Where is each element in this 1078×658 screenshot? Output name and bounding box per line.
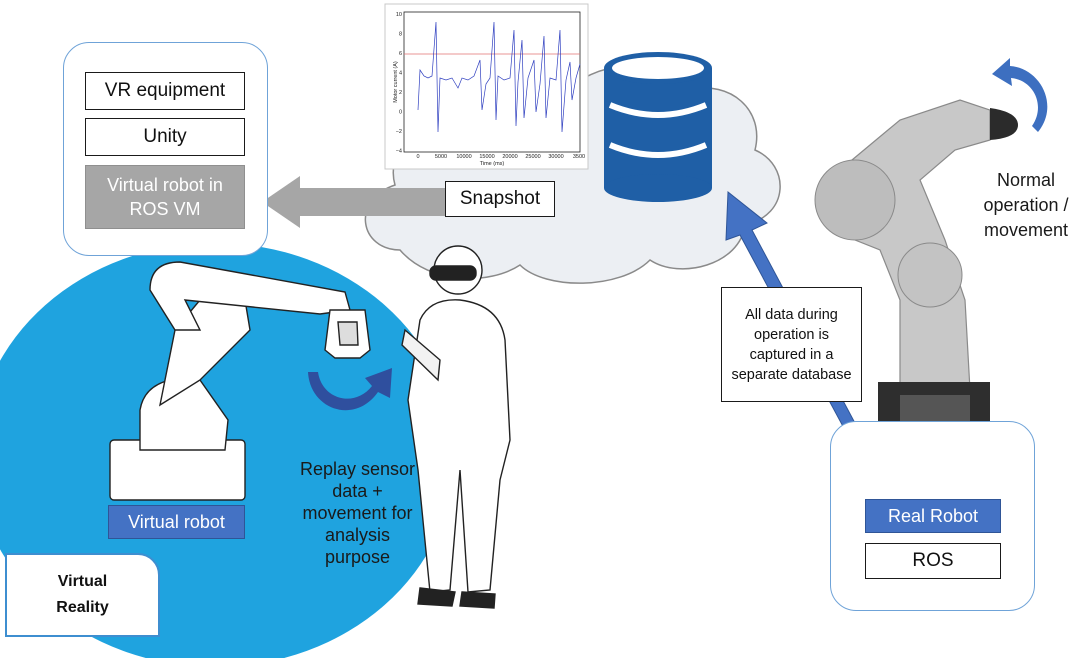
person-figure	[401, 245, 511, 609]
virtual-robot-vm-box: Virtual robot in ROS VM	[85, 165, 245, 229]
capture-note: All data during operation is captured in…	[721, 287, 862, 402]
plot-y-tick: 10	[396, 12, 402, 18]
unity-box: Unity	[85, 118, 245, 156]
rotation-arrow-virtual	[308, 368, 392, 411]
plot-xlabel: Time (ms)	[480, 161, 505, 167]
current-series	[417, 21, 581, 133]
plot-x-tick: 25000	[525, 154, 540, 160]
plot-x-tick: 3500	[573, 154, 585, 160]
real-robot-label: Real Robot	[865, 499, 1001, 533]
plot-x-tick: 15000	[479, 154, 494, 160]
virtual-robot-arm	[109, 261, 371, 501]
motor-current-plot: Motor current (A) Time (ms) 0 5000 10000 15…	[384, 3, 589, 170]
plot-y-tick: 4	[399, 71, 402, 77]
plot-x-tick: 0	[416, 154, 419, 160]
database-icon	[604, 52, 712, 202]
plot-y-tick: 2	[399, 90, 402, 96]
plot-y-tick: 8	[399, 32, 402, 38]
normal-operation-text: Normal operation / movement	[983, 170, 1069, 240]
plot-y-tick: 6	[399, 51, 402, 57]
plot-x-tick: 30000	[548, 154, 563, 160]
replay-text: Replay sensor data + movement for analys…	[299, 459, 416, 567]
plot-ylabel: Motor current (A)	[393, 61, 399, 103]
vr-equipment-box: VR equipment	[85, 72, 245, 110]
ros-box: ROS	[865, 543, 1001, 579]
plot-y-tick: −4	[396, 149, 402, 155]
plot-x-tick: 10000	[456, 154, 471, 160]
plot-y-tick: 0	[399, 110, 402, 116]
plot-y-tick: −2	[396, 129, 402, 135]
snapshot-box: Snapshot	[445, 181, 555, 217]
rotation-arrow-real	[992, 58, 1048, 132]
virtual-robot-label: Virtual robot	[108, 505, 245, 539]
virtual-reality-badge: Virtual Reality	[5, 553, 160, 637]
plot-x-tick: 20000	[502, 154, 517, 160]
snapshot-arrow	[262, 176, 445, 228]
plot-x-tick: 5000	[435, 154, 447, 160]
